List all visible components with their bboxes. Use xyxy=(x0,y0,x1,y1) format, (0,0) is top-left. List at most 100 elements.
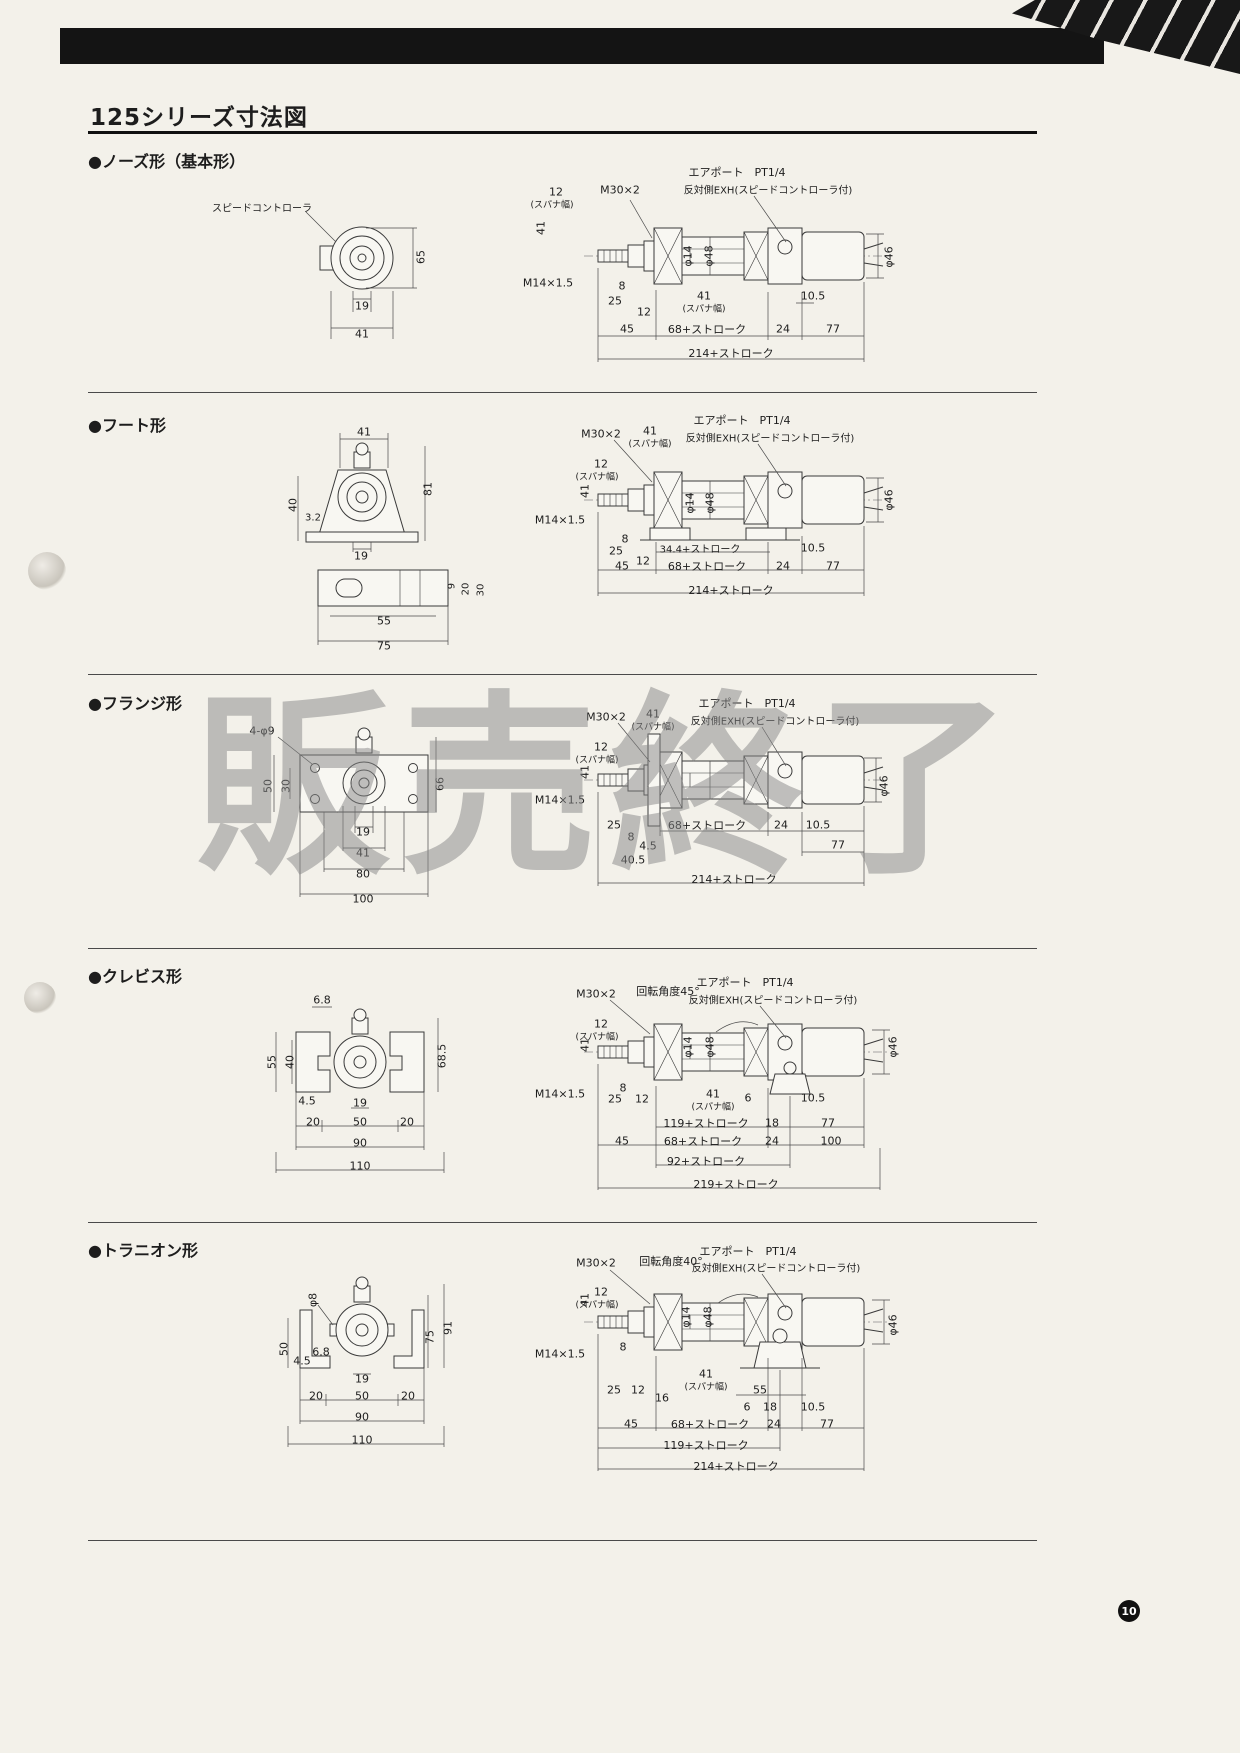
dimension-label: φ14 xyxy=(681,1036,695,1058)
dimension-label: 41 xyxy=(578,484,592,498)
dimension-label: 8 xyxy=(621,532,629,546)
section-divider xyxy=(88,392,1037,393)
flange-side-view xyxy=(583,722,891,886)
dimension-label: φ48 xyxy=(702,245,716,267)
dimension-label: 12 xyxy=(594,1017,608,1031)
dimension-label: 24 xyxy=(776,322,790,336)
dimension-label: 41 xyxy=(697,289,711,303)
nose-side-view xyxy=(583,195,891,362)
dimension-label: 41 xyxy=(357,425,371,439)
dimension-label: 12 xyxy=(636,554,650,568)
dimension-label: 81 xyxy=(421,482,435,496)
page-title: 125シリーズ寸法図 xyxy=(90,105,308,131)
dimension-label: 55 xyxy=(377,614,391,628)
dimension-label: (スパナ幅) xyxy=(575,755,619,766)
page-number: 10 xyxy=(1121,1604,1137,1618)
dimension-label: エアポート PT1/4 xyxy=(696,976,794,989)
section-divider xyxy=(88,1222,1037,1223)
dimension-label: 19 xyxy=(353,1096,367,1110)
dimension-label: 55 xyxy=(265,1055,279,1069)
dimension-label: (スパナ幅) xyxy=(575,1032,619,1043)
flange-left-view xyxy=(273,727,437,897)
dimension-label: 45 xyxy=(615,559,629,573)
dimension-label: 55 xyxy=(753,1383,767,1397)
dimension-label: M30×2 xyxy=(581,427,621,441)
dimension-label: 25 xyxy=(608,1092,622,1106)
dimension-label: 77 xyxy=(820,1417,834,1431)
dimension-label: 4-φ9 xyxy=(249,724,275,738)
trunnion-side-view xyxy=(583,1269,891,1471)
dimension-label: 110 xyxy=(351,1433,373,1447)
dimension-label: 68+ストローク xyxy=(667,560,747,573)
dimension-label: 50 xyxy=(261,779,275,793)
dimension-label: 214+ストローク xyxy=(688,347,774,360)
dimension-label: 8 xyxy=(619,1340,627,1354)
dimension-label: 24 xyxy=(776,559,790,573)
dimension-label: φ46 xyxy=(877,775,891,797)
dimension-label: 45 xyxy=(615,1134,629,1148)
dimension-label: 77 xyxy=(831,838,845,852)
dimension-label: φ48 xyxy=(703,492,717,514)
dimension-label: 40 xyxy=(283,1055,297,1069)
dimension-label: 68+ストローク xyxy=(667,323,747,336)
dimension-label: 41 xyxy=(643,424,657,438)
dimension-label: 25 xyxy=(609,544,623,558)
clevis-left-view xyxy=(275,1006,445,1173)
dimension-label: 50 xyxy=(353,1115,367,1129)
foot-side-view xyxy=(583,439,891,596)
dimension-label: 41 xyxy=(355,327,369,341)
dimension-label: 4.5 xyxy=(293,1354,311,1368)
dimension-label: 6.8 xyxy=(312,1345,330,1359)
section-divider xyxy=(88,1540,1037,1541)
dimension-label: 回転角度40° xyxy=(639,1255,703,1268)
top-black-bar xyxy=(60,28,1104,64)
dimension-label: 110 xyxy=(349,1159,371,1173)
nose-left-view xyxy=(305,211,417,339)
dimension-label: 12 xyxy=(635,1092,649,1106)
dimension-label: 19 xyxy=(354,549,368,563)
dimension-label: 41 xyxy=(706,1087,720,1101)
dimension-label: 3.2 xyxy=(305,512,321,524)
dimension-label: φ46 xyxy=(882,246,896,268)
dimension-label: エアポート PT1/4 xyxy=(698,697,796,710)
dimension-label: 30 xyxy=(279,779,293,793)
dimension-label: 10.5 xyxy=(800,541,826,555)
dimension-label: 25 xyxy=(607,1383,621,1397)
section-divider xyxy=(88,948,1037,949)
dimension-label: 12 xyxy=(631,1383,645,1397)
scan-spot xyxy=(24,982,56,1014)
dimension-label: 4.5 xyxy=(298,1094,316,1108)
dimension-label: φ48 xyxy=(703,1036,717,1058)
section-title: ●フランジ形 xyxy=(88,694,182,713)
dimension-label: 41 xyxy=(578,1038,592,1052)
dimension-label: 10.5 xyxy=(800,289,826,303)
section-title: ●クレビス形 xyxy=(88,967,182,986)
dimension-label: φ8 xyxy=(306,1292,320,1308)
dimension-label: 24 xyxy=(765,1134,779,1148)
dimension-label: 100 xyxy=(352,892,374,906)
section-title: ●フート形 xyxy=(88,416,166,435)
dimension-label: 100 xyxy=(820,1134,842,1148)
dimension-label: 92+ストローク xyxy=(666,1155,746,1168)
dimension-label: 反対側EXH(スピードコントローラ付) xyxy=(690,716,860,728)
dimension-label: 41 xyxy=(534,221,548,235)
dimension-label: 16 xyxy=(655,1391,669,1405)
dimension-label: 80 xyxy=(356,867,370,881)
dimension-label: 10.5 xyxy=(805,818,831,832)
dimension-label: 24 xyxy=(767,1417,781,1431)
clevis-side-view xyxy=(583,999,891,1190)
dimension-label: 20 xyxy=(306,1115,320,1129)
dimension-label: 77 xyxy=(826,322,840,336)
dimension-label: (スパナ幅) xyxy=(575,472,619,483)
dimension-label: M14×1.5 xyxy=(522,276,574,290)
dimension-label: (スパナ幅) xyxy=(575,1300,619,1311)
dimension-label: 反対側EXH(スピードコントローラ付) xyxy=(691,1263,861,1275)
dimension-label: 24 xyxy=(774,818,788,832)
dimension-label: 214+ストローク xyxy=(691,873,777,886)
dimension-label: 12 xyxy=(594,457,608,471)
dimension-label: 40.5 xyxy=(620,853,646,867)
dimension-label: 8 xyxy=(618,279,626,293)
title-underline xyxy=(88,131,1037,134)
